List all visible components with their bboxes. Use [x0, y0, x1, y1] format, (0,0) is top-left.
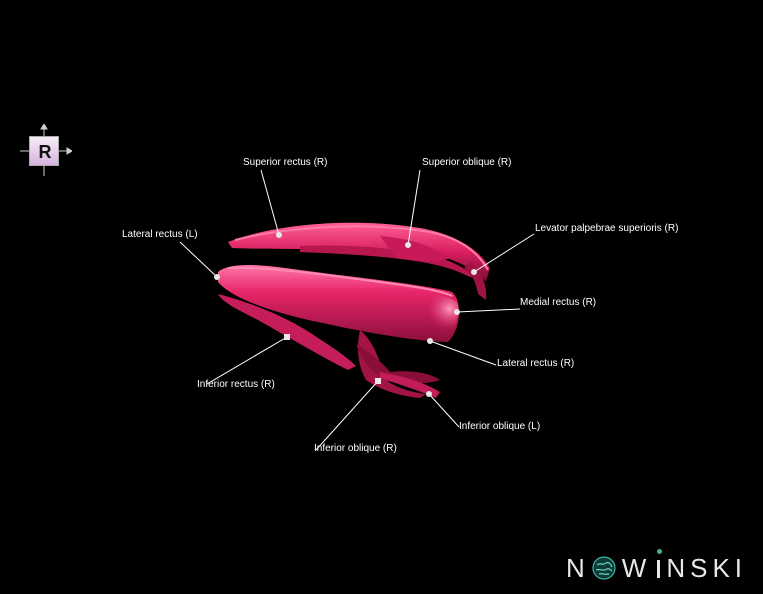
orientation-letter: R — [38, 142, 52, 162]
label-lateral-rectus-r: Lateral rectus (R) — [497, 358, 575, 369]
logo-text-right: NSKI — [666, 552, 748, 583]
label-inferior-rectus-r: Inferior rectus (R) — [197, 379, 275, 390]
anchor-dot — [214, 274, 220, 280]
anchor-dot — [284, 334, 290, 340]
leader-lines — [179, 169, 535, 451]
label-superior-oblique-r: Superior oblique (R) — [422, 157, 512, 168]
orientation-cube: R — [29, 136, 59, 166]
rectus-muscle-group — [218, 265, 460, 344]
anchor-dot — [276, 232, 282, 238]
logo-text-mid: W — [621, 552, 652, 583]
logo-globe-icon — [592, 556, 616, 580]
anchor-dot — [426, 391, 432, 397]
anchor-dot — [405, 242, 411, 248]
anchor-dot — [471, 269, 477, 275]
label-inferior-oblique-l: Inferior oblique (L) — [459, 421, 541, 432]
orientation-arrows-icon — [20, 124, 72, 176]
label-lateral-rectus-l: Lateral rectus (L) — [122, 229, 198, 240]
anchor-dot — [427, 338, 433, 344]
label-medial-rectus-r: Medial rectus (R) — [520, 297, 597, 308]
label-inferior-oblique-r: Inferior oblique (R) — [314, 443, 397, 454]
label-levator-palpebrae-r: Levator palpebrae superioris (R) — [535, 223, 679, 234]
superior-muscle-group — [228, 222, 490, 300]
nowinski-logo: N W NSKI — [566, 548, 748, 584]
label-superior-rectus-r: Superior rectus (R) — [243, 157, 328, 168]
logo-text-left: N — [566, 552, 590, 583]
anchor-dot — [454, 309, 460, 315]
logo-text-i — [651, 548, 666, 584]
anchor-dots — [214, 232, 477, 397]
orientation-indicator[interactable]: R — [18, 124, 72, 178]
anchor-dot — [375, 378, 381, 384]
